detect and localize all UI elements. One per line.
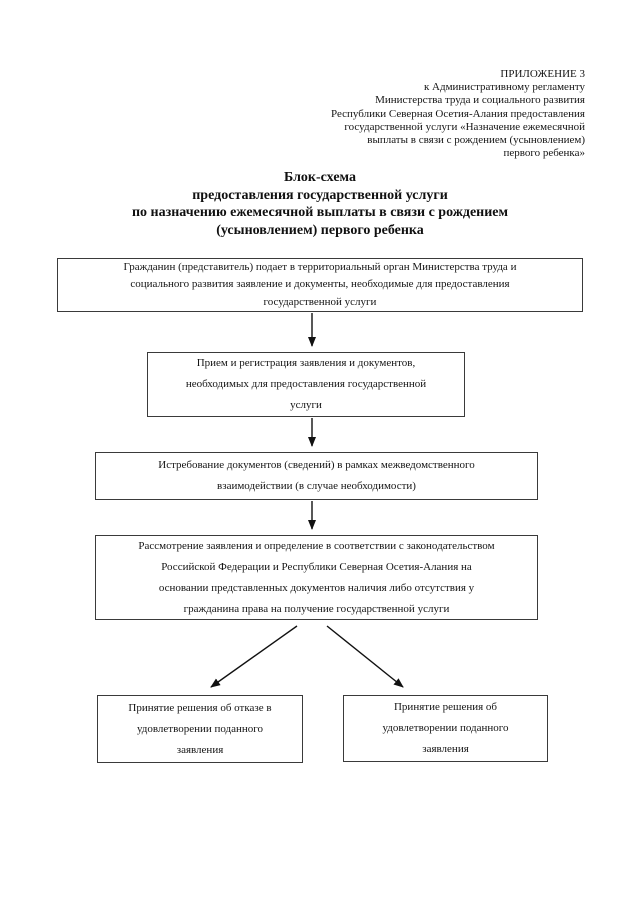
flow-box-line: Гражданин (представитель) подает в терри… xyxy=(123,260,517,273)
flow-box-line: услуги xyxy=(290,399,322,411)
appendix-line: государственной услуги «Назначение ежеме… xyxy=(344,120,585,133)
flow-arrow-diagonal-left xyxy=(210,625,298,688)
flow-box-interagency-request: Истребование документов (сведений) в рам… xyxy=(95,452,538,500)
flow-box-line: государственной услуги xyxy=(263,295,377,308)
appendix-reference: ПРИЛОЖЕНИЕ 3 к Административному регламе… xyxy=(255,68,585,160)
title-line: предоставления государственной услуги xyxy=(192,187,448,203)
appendix-line: к Административному регламенту xyxy=(423,81,585,94)
flow-box-line: необходимых для предоставления государст… xyxy=(185,378,427,390)
flow-box-line: Истребование документов (сведений) в рам… xyxy=(158,459,475,471)
flow-box-line: основании представленных документов нали… xyxy=(158,581,475,594)
flow-box-reception-registration: Прием и регистрация заявления и документ… xyxy=(147,352,465,417)
flow-box-line: социального развития заявление и докумен… xyxy=(130,278,510,291)
flow-box-line: Российской Федерации и Республики Северн… xyxy=(161,560,472,573)
title-line: по назначению ежемесячной выплаты в связ… xyxy=(131,205,509,220)
appendix-line: первого ребенка» xyxy=(503,147,585,160)
flow-box-line: удовлетворении поданного xyxy=(136,722,264,735)
flow-box-line: заявления xyxy=(422,743,469,755)
flow-box-decision-refusal: Принятие решения об отказе в удовлетворе… xyxy=(97,695,303,763)
flow-box-line: Прием и регистрация заявления и документ… xyxy=(196,357,416,369)
appendix-line: ПРИЛОЖЕНИЕ 3 xyxy=(500,68,585,80)
flow-box-line: Рассмотрение заявления и определение в с… xyxy=(138,539,495,552)
title-line: Блок-схема xyxy=(284,170,356,185)
flow-box-line: заявления xyxy=(176,743,224,756)
flow-box-line: гражданина права на получение государств… xyxy=(183,602,450,615)
appendix-line: выплаты в связи с рождением (усыновление… xyxy=(367,134,585,147)
flow-box-application-submission: Гражданин (представитель) подает в терри… xyxy=(57,258,583,312)
appendix-line: Министерства труда и социального развити… xyxy=(375,94,585,107)
flow-arrow-diagonal-right xyxy=(326,625,404,688)
flow-box-line: Принятие решения об отказе в xyxy=(128,701,272,714)
flow-box-line: взаимодействии (в случае необходимости) xyxy=(217,480,416,492)
flow-box-decision-approval: Принятие решения об удовлетворении подан… xyxy=(343,695,548,762)
title-line: (усыновлением) первого ребенка xyxy=(216,222,424,238)
flow-box-line: удовлетворении поданного xyxy=(382,722,509,734)
appendix-line: Республики Северная Осетия-Алания предос… xyxy=(331,107,585,120)
flow-box-application-review: Рассмотрение заявления и определение в с… xyxy=(95,535,538,620)
flow-box-line: Принятие решения об xyxy=(393,701,498,713)
document-title: Блок-схема предоставления государственно… xyxy=(0,169,640,239)
